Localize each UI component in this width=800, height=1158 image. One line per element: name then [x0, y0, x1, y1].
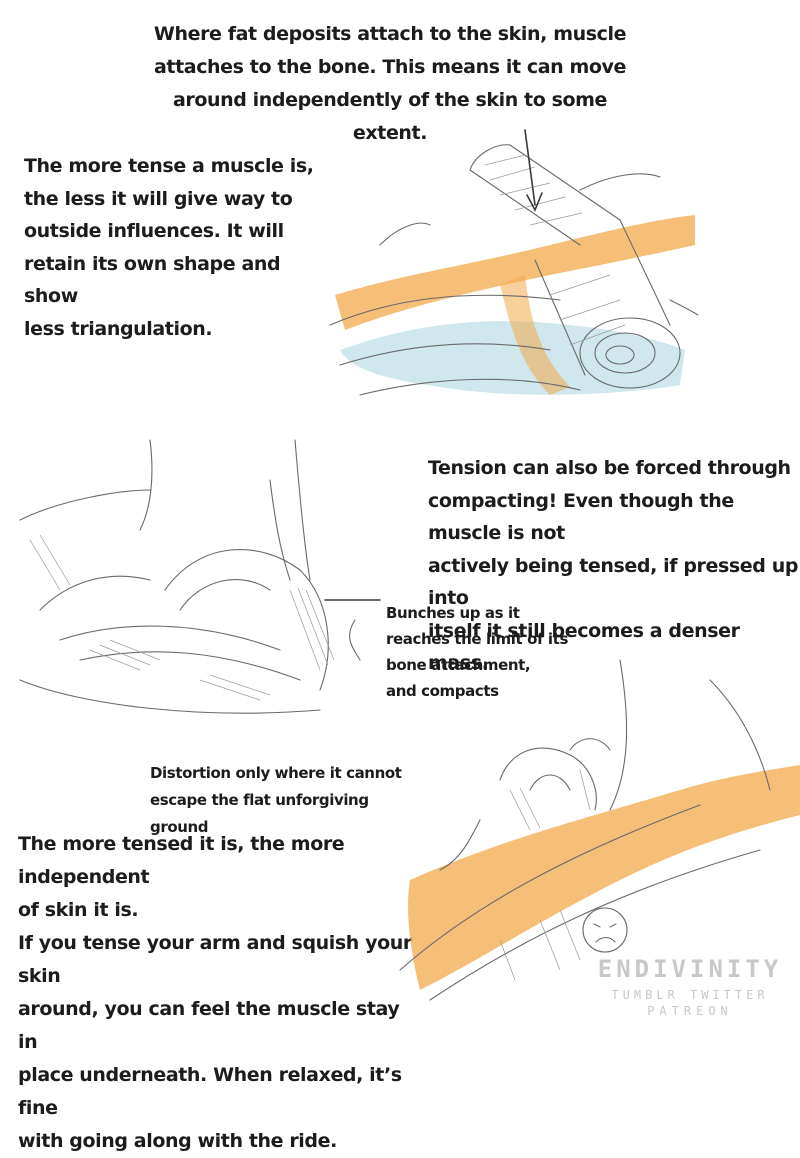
distortion-note: Distortion only where it cannot escape t…	[150, 764, 402, 836]
muscle-cylinder-sketch	[329, 129, 699, 396]
grumpy-face-icon	[582, 907, 628, 953]
intro-text: Where fat deposits attach to the skin, m…	[153, 23, 627, 144]
bunches-up-note: Bunches up as it reaches the limit of it…	[386, 604, 568, 700]
watermark-patreon: PATREON	[647, 1004, 733, 1018]
watermark-tumblr: TUMBLR TWITTER	[611, 988, 769, 1002]
watermark-name: ENDIVINITY	[597, 955, 783, 983]
compacting-text: Tension can also be forced through compa…	[428, 457, 799, 674]
tense-muscle-text: The more tense a muscle is, the less it …	[24, 155, 314, 340]
independence-text: The more tensed it is, the more independ…	[18, 833, 412, 1152]
claw-pressing-skin-sketch	[399, 659, 800, 1001]
down-arrow-icon	[524, 129, 543, 212]
compacting-muscle-sketch	[19, 439, 381, 714]
